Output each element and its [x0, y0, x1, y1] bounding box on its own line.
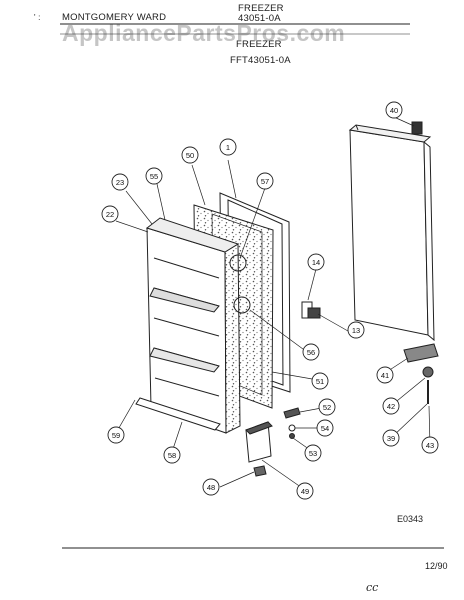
callout-50: 50 [181, 146, 199, 164]
hinge-cap-part [411, 121, 423, 135]
screw-part-53 [289, 433, 295, 439]
callout-label: 22 [106, 210, 114, 219]
callout-42: 42 [382, 397, 400, 415]
callout-label: 41 [381, 371, 389, 380]
category-top-text: FREEZER [238, 3, 284, 14]
small-parts [229, 121, 439, 477]
callout-23: 23 [111, 173, 129, 191]
callout-51: 51 [311, 372, 329, 390]
callout-49: 49 [296, 482, 314, 500]
callout-22: 22 [101, 205, 119, 223]
bushing-part-42 [422, 366, 434, 378]
bracket-part-13 [307, 307, 321, 319]
callout-1: 1 [219, 138, 237, 156]
revision-date: 12/90 [425, 561, 448, 571]
callout-43: 43 [421, 436, 439, 454]
bottom-trim-strip [135, 397, 221, 431]
bushing-part-56 [233, 296, 251, 314]
callout-label: 23 [116, 178, 124, 187]
initials-mark: cc [366, 581, 379, 594]
callout-label: 48 [207, 483, 215, 492]
callout-label: 56 [307, 348, 315, 357]
callout-label: 43 [426, 441, 434, 450]
outer-door-panel [348, 124, 435, 342]
callout-label: 49 [301, 487, 309, 496]
category-text: FREEZER [236, 39, 282, 50]
watermark-text: AppliancePartsPros.com [62, 20, 346, 46]
callout-13: 13 [347, 321, 365, 339]
bushing-part-57 [229, 254, 247, 272]
callout-label: 1 [226, 143, 230, 152]
leader-lines [115, 116, 431, 491]
callout-40: 40 [385, 101, 403, 119]
margin-marks: ' : [34, 13, 41, 22]
inner-door-liner [145, 217, 241, 434]
callout-label: 50 [186, 151, 194, 160]
callout-41: 41 [376, 366, 394, 384]
callout-label: 54 [321, 424, 329, 433]
model-partial-text: 43051-0A [238, 13, 281, 24]
callout-59: 59 [107, 426, 125, 444]
callout-label: 59 [112, 431, 120, 440]
callout-label: 14 [312, 258, 320, 267]
callout-39: 39 [382, 429, 400, 447]
clip-part-52 [283, 407, 301, 419]
callout-label: 13 [352, 326, 360, 335]
brand-text: MONTGOMERY WARD [62, 12, 167, 23]
hinge-part-41 [403, 343, 439, 363]
callout-48: 48 [202, 478, 220, 496]
callout-label: 42 [387, 402, 395, 411]
callout-label: 55 [150, 172, 158, 181]
callout-label: 40 [390, 106, 398, 115]
handle-piece [245, 421, 273, 463]
callout-group: 40 1 50 55 23 22 57 14 13 56 51 41 42 52 54 53 59 58 39 43 4… [101, 101, 439, 500]
washer-part-54 [288, 424, 296, 432]
callout-label: 52 [323, 403, 331, 412]
callout-54: 54 [316, 419, 334, 437]
callout-58: 58 [163, 446, 181, 464]
callout-52: 52 [318, 398, 336, 416]
callout-label: 58 [168, 451, 176, 460]
callout-label: 39 [387, 434, 395, 443]
callout-56: 56 [302, 343, 320, 361]
callout-label: 53 [309, 449, 317, 458]
model-text: FFT43051-0A [230, 55, 291, 66]
callout-53: 53 [304, 444, 322, 462]
callout-57: 57 [256, 172, 274, 190]
callout-14: 14 [307, 253, 325, 271]
screw-part-48 [253, 465, 267, 477]
drawing-code: E0343 [397, 514, 424, 524]
callout-label: 51 [316, 377, 324, 386]
callout-55: 55 [145, 167, 163, 185]
callout-label: 57 [261, 177, 269, 186]
